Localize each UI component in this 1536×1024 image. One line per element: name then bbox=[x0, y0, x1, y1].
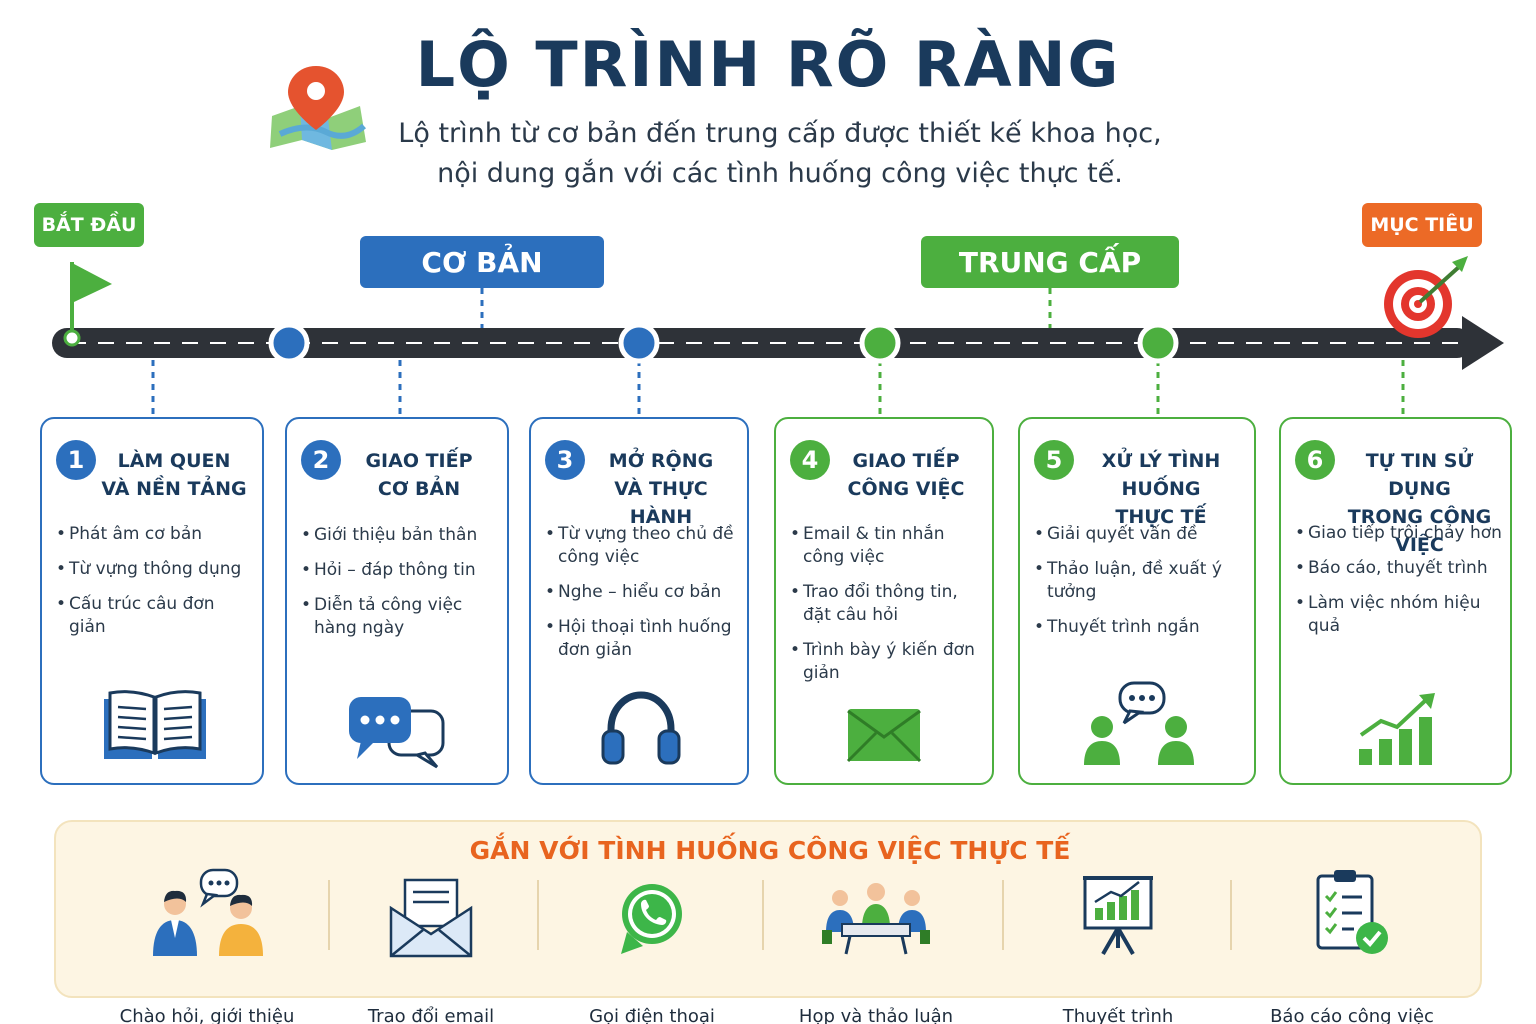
step-number: 5 bbox=[1034, 440, 1074, 480]
step-card-2: 2 GIAO TIẾP CƠ BẢN Giới thiệu bản thân H… bbox=[285, 417, 509, 785]
list-item: Trao đổi thông tin, đặt câu hỏi bbox=[790, 581, 984, 627]
list-item: Giao tiếp trôi chảy hơn bbox=[1295, 522, 1502, 545]
list-item: Thảo luận, đề xuất ý tưởng bbox=[1034, 558, 1246, 604]
milestone-2 bbox=[618, 322, 660, 364]
subtitle-line-2: nội dung gắn với các tình huống công việ… bbox=[437, 158, 1123, 189]
road-arrow-head bbox=[1462, 316, 1504, 370]
step-title: GIAO TIẾP CƠ BẢN bbox=[365, 450, 473, 500]
road-body bbox=[52, 328, 1472, 358]
step-card-3: 3 MỞ RỘNG VÀ THỰC HÀNH Từ vựng theo chủ … bbox=[529, 417, 749, 785]
situation-label: Chào hỏi, giới thiệu bbox=[119, 1006, 295, 1024]
situation-label: Trao đổi email bbox=[367, 1006, 495, 1024]
step-title: MỞ RỘNG VÀ THỰC HÀNH bbox=[608, 450, 714, 528]
list-item: Email & tin nhắn công việc bbox=[790, 523, 984, 569]
email-icon bbox=[389, 878, 473, 958]
discussion-icon bbox=[1084, 681, 1194, 765]
step-card-6: 6 TỰ TIN SỬ DỤNG TRONG CÔNG VIỆC Giao ti… bbox=[1279, 417, 1512, 785]
step-number: 3 bbox=[545, 440, 585, 480]
step-bullets: Phát âm cơ bản Từ vựng thông dụng Cấu tr… bbox=[56, 523, 254, 651]
list-item: Báo cáo, thuyết trình bbox=[1295, 557, 1502, 580]
situations-title: GẮN VỚI TÌNH HUỐNG CÔNG VIỆC THỰC TẾ bbox=[469, 836, 1071, 865]
situation-label: Họp và thảo luận bbox=[798, 1006, 954, 1024]
chat-bubbles-icon bbox=[349, 697, 445, 769]
step-number: 4 bbox=[790, 440, 830, 480]
growth-chart-icon bbox=[1359, 693, 1435, 765]
situations-panel: GẮN VỚI TÌNH HUỐNG CÔNG VIỆC THỰC TẾ Chà… bbox=[54, 820, 1482, 1024]
goal-badge: MỤC TIÊU bbox=[1362, 203, 1482, 247]
list-item: Giải quyết vấn đề bbox=[1034, 523, 1246, 546]
list-item: Giới thiệu bản thân bbox=[301, 524, 499, 547]
map-pin-icon bbox=[270, 66, 366, 150]
situation-label: Báo cáo công việc bbox=[1270, 1006, 1434, 1024]
list-item: Hỏi – đáp thông tin bbox=[301, 559, 499, 582]
situation-phone: Gọi điện thoại bbox=[562, 868, 742, 1024]
list-item: Phát âm cơ bản bbox=[56, 523, 254, 546]
divider bbox=[328, 880, 330, 950]
phone-call-icon bbox=[621, 884, 682, 954]
stage-basic-label: CƠ BẢN bbox=[360, 236, 604, 288]
meeting-icon bbox=[822, 883, 930, 955]
target-icon bbox=[1384, 256, 1468, 338]
milestone-4 bbox=[1137, 322, 1179, 364]
list-item: Nghe – hiểu cơ bản bbox=[545, 581, 739, 604]
situation-label: Gọi điện thoại bbox=[589, 1006, 715, 1024]
list-item: Thuyết trình ngắn bbox=[1034, 616, 1246, 639]
situation-presentation: Thuyết trình bbox=[1028, 868, 1208, 1024]
milestone-3 bbox=[859, 322, 901, 364]
situation-email: Trao đổi email bbox=[346, 868, 516, 1024]
list-item: Cấu trúc câu đơn giản bbox=[56, 593, 254, 639]
headphones-icon bbox=[601, 691, 681, 765]
book-icon bbox=[104, 690, 206, 759]
presentation-board-icon bbox=[1083, 876, 1153, 955]
step-title: GIAO TIẾP CÔNG VIỆC bbox=[847, 450, 965, 500]
start-badge: BẮT ĐẦU bbox=[34, 203, 144, 247]
step-number: 2 bbox=[301, 440, 341, 480]
step-number: 6 bbox=[1295, 440, 1335, 480]
divider bbox=[1002, 880, 1004, 950]
step-card-4: 4 GIAO TIẾP CÔNG VIỆC Email & tin nhắn c… bbox=[774, 417, 994, 785]
step-bullets: Từ vựng theo chủ đề công việc Nghe – hiể… bbox=[545, 523, 739, 674]
step-title: LÀM QUEN VÀ NỀN TẢNG bbox=[101, 450, 247, 500]
list-item: Hội thoại tình huống đơn giản bbox=[545, 616, 739, 662]
start-flag-icon bbox=[63, 262, 112, 347]
list-item: Làm việc nhóm hiệu quả bbox=[1295, 592, 1502, 638]
step-card-1: 1 LÀM QUEN VÀ NỀN TẢNG Phát âm cơ bản Từ… bbox=[40, 417, 264, 785]
list-item: Diễn tả công việc hàng ngày bbox=[301, 594, 499, 640]
divider bbox=[762, 880, 764, 950]
roadmap-timeline bbox=[52, 256, 1504, 414]
step-bullets: Giao tiếp trôi chảy hơn Báo cáo, thuyết … bbox=[1295, 522, 1502, 650]
step-number: 1 bbox=[56, 440, 96, 480]
step-bullets: Email & tin nhắn công việc Trao đổi thôn… bbox=[790, 523, 984, 697]
step-title: XỬ LÝ TÌNH HUỐNG THỰC TẾ bbox=[1101, 450, 1221, 528]
report-clipboard-icon bbox=[1316, 870, 1388, 954]
situation-greeting: Chào hỏi, giới thiệu bbox=[112, 868, 302, 1024]
situation-label: Thuyết trình bbox=[1062, 1006, 1174, 1024]
situation-meeting: Họp và thảo luận bbox=[780, 868, 972, 1024]
divider bbox=[537, 880, 539, 950]
step-bullets: Giải quyết vấn đề Thảo luận, đề xuất ý t… bbox=[1034, 523, 1246, 651]
page-title: LỘ TRÌNH RÕ RÀNG bbox=[415, 28, 1121, 101]
list-item: Trình bày ý kiến đơn giản bbox=[790, 639, 984, 685]
envelope-icon bbox=[846, 709, 922, 763]
step-bullets: Giới thiệu bản thân Hỏi – đáp thông tin … bbox=[301, 524, 499, 652]
milestone-1 bbox=[268, 322, 310, 364]
situation-report: Báo cáo công việc bbox=[1252, 868, 1452, 1024]
list-item: Từ vựng thông dụng bbox=[56, 558, 254, 581]
step-card-5: 5 XỬ LÝ TÌNH HUỐNG THỰC TẾ Giải quyết vấ… bbox=[1018, 417, 1256, 785]
list-item: Từ vựng theo chủ đề công việc bbox=[545, 523, 739, 569]
stage-intermediate-label: TRUNG CẤP bbox=[921, 236, 1179, 288]
subtitle-line-1: Lộ trình từ cơ bản đến trung cấp được th… bbox=[398, 118, 1162, 149]
page-subtitle: Lộ trình từ cơ bản đến trung cấp được th… bbox=[380, 114, 1180, 194]
greeting-people-icon bbox=[153, 868, 263, 956]
divider bbox=[1230, 880, 1232, 950]
